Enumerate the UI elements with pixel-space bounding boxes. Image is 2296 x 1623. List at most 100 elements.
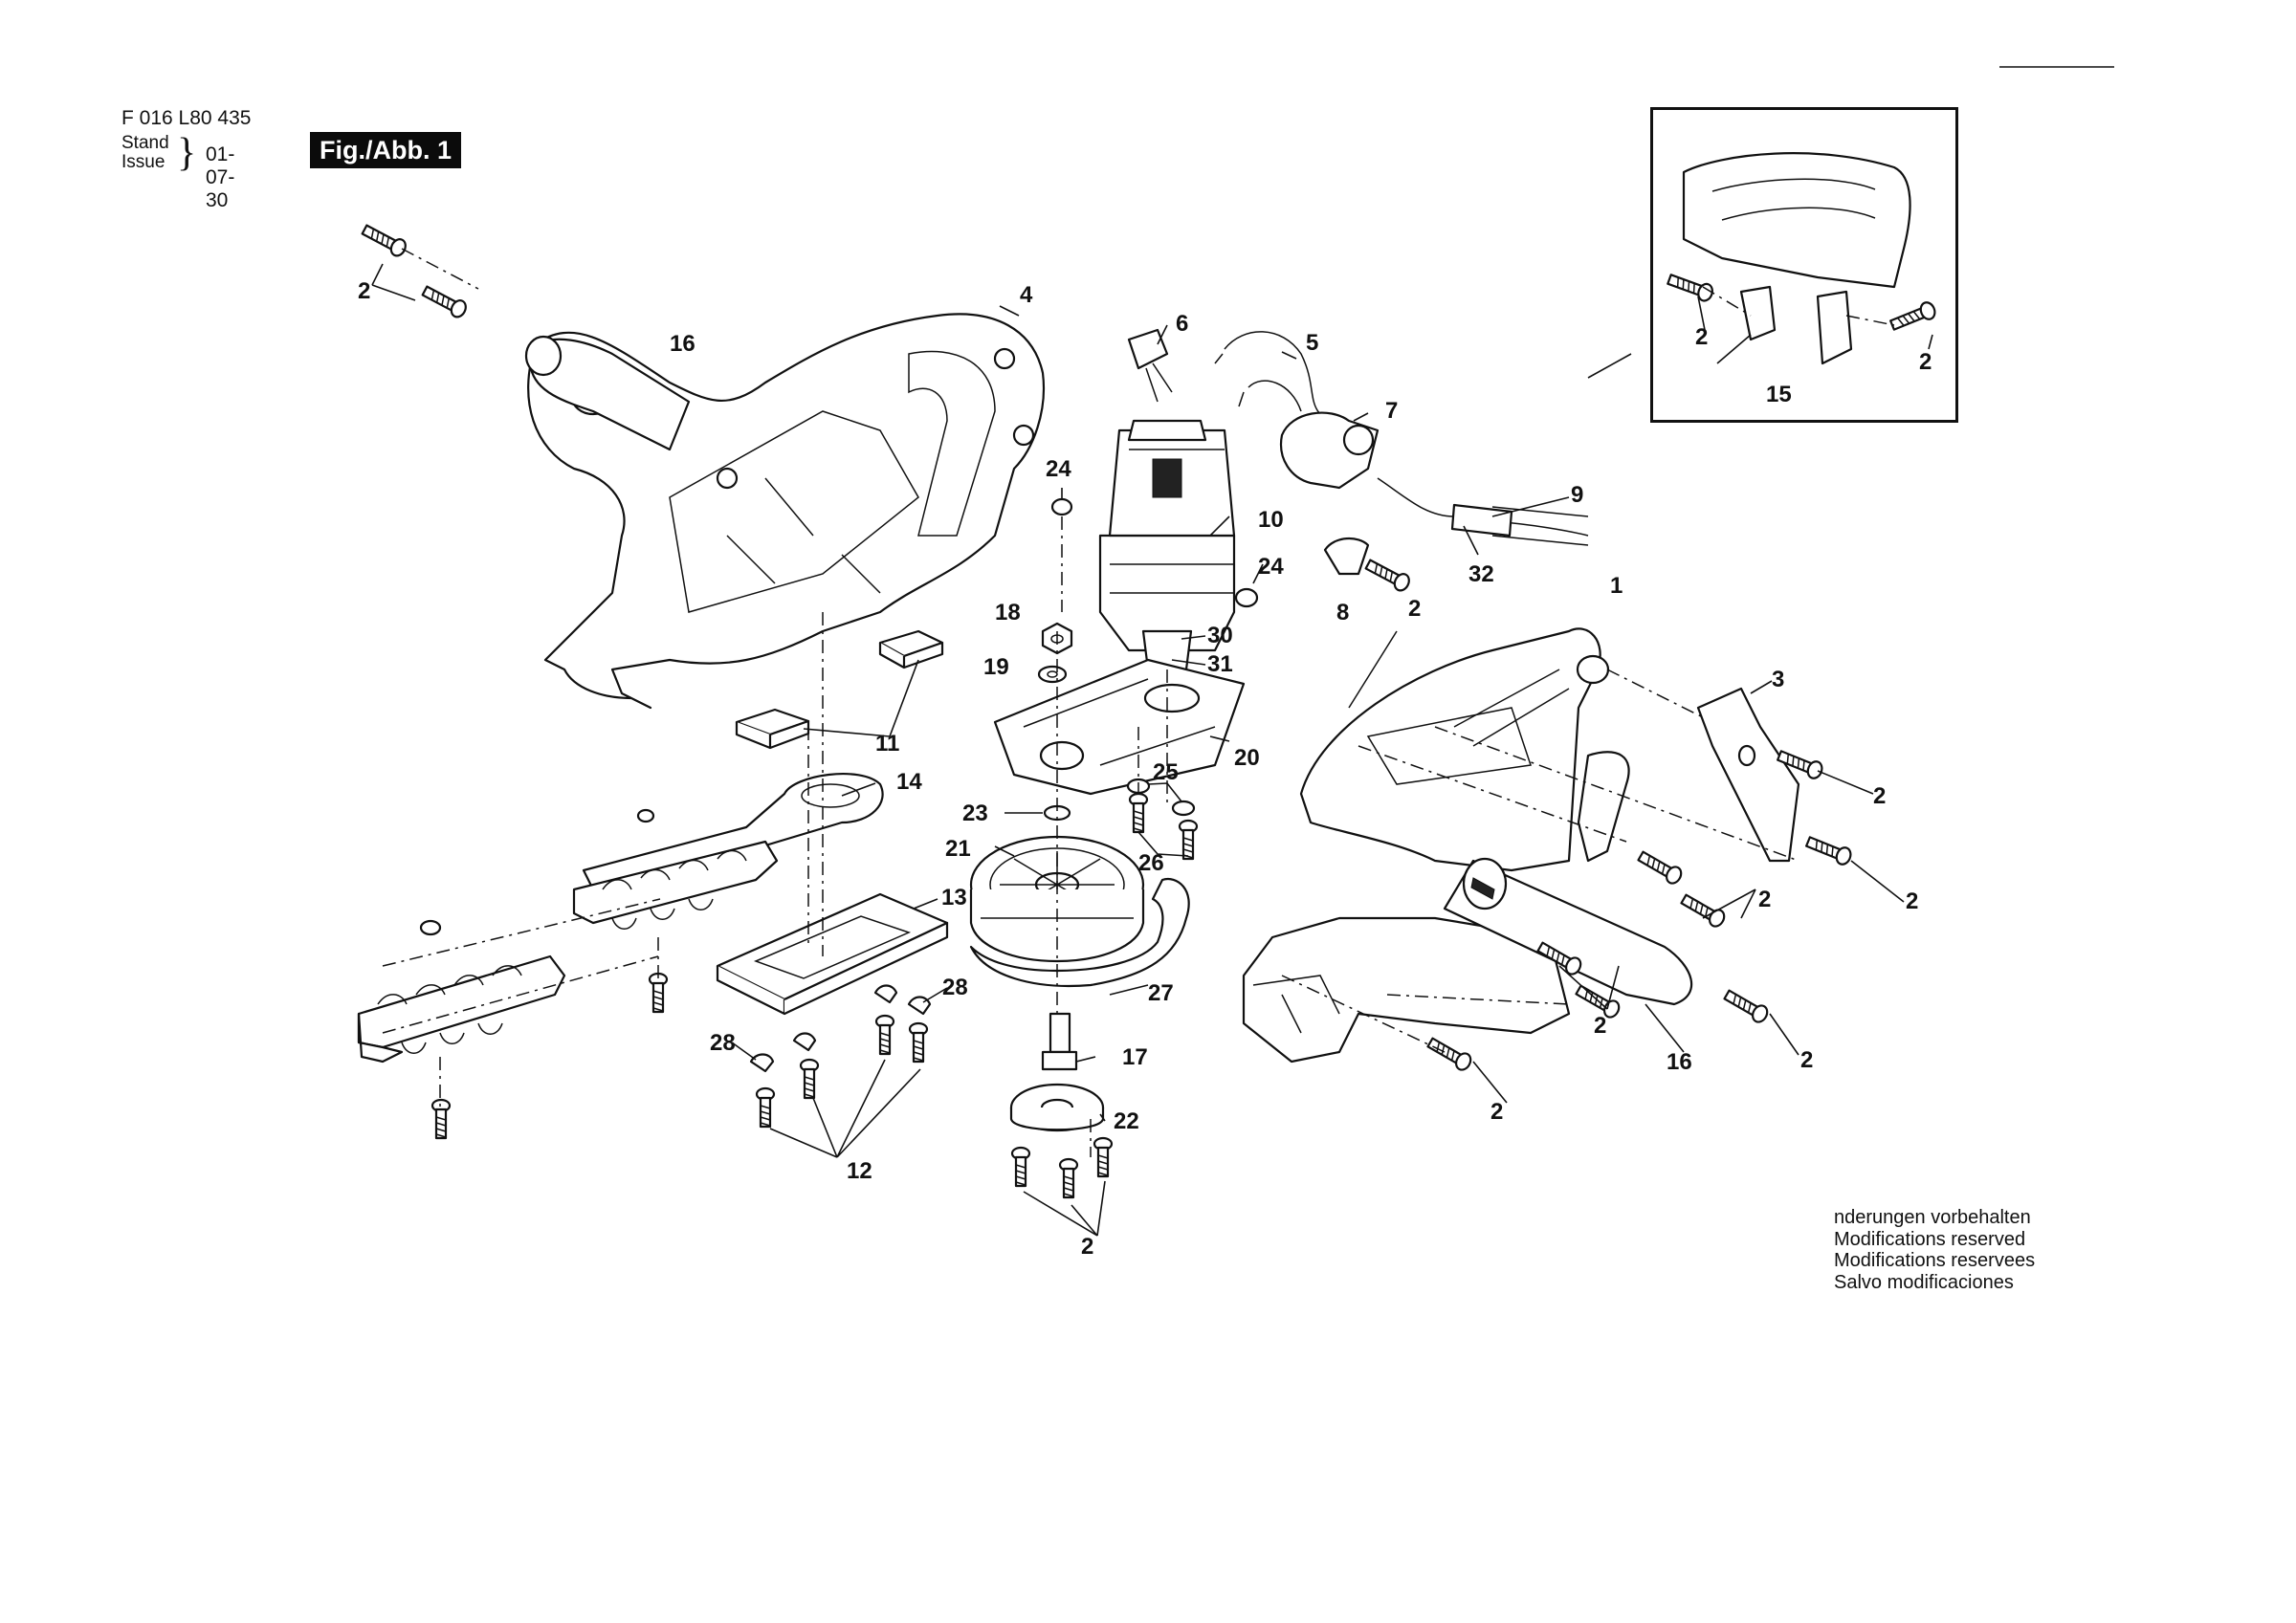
label-27: 27	[1148, 980, 1174, 1006]
nut-24-right	[1234, 587, 1259, 608]
notice-en: Modifications reserved	[1834, 1228, 2026, 1250]
notice-de: nderungen vorbehalten	[1834, 1207, 2031, 1228]
screw-2-housing-f	[1424, 1034, 1475, 1074]
notice-es: Salvo modificaciones	[1834, 1271, 2014, 1293]
label-30: 30	[1207, 623, 1233, 648]
screw-12-c	[874, 1014, 895, 1056]
nut-blade-top	[636, 808, 655, 823]
screw-2-inset-b	[1888, 298, 1939, 335]
pin-17	[1041, 1012, 1078, 1071]
screw-2-clip-b	[1803, 832, 1855, 868]
stand-label: Stand	[121, 133, 169, 153]
label-3: 3	[1772, 667, 1784, 692]
label-31: 31	[1207, 651, 1233, 677]
modifications-notice: nderungen vorbehalten Modifications rese…	[1834, 1207, 2035, 1293]
screw-2-housing-e	[1721, 986, 1772, 1026]
label-2-inset-b: 2	[1919, 349, 1932, 375]
screw-2-housing-b	[1678, 890, 1729, 931]
screw-2-motor	[1362, 555, 1413, 595]
notice-fr: Modifications reservees	[1834, 1250, 2036, 1271]
screw-2-housing-a	[1635, 847, 1686, 888]
label-16-lower: 16	[1667, 1049, 1692, 1075]
label-7: 7	[1385, 398, 1398, 424]
clip-28-a	[749, 1053, 775, 1073]
handle-16-lower	[1443, 857, 1693, 1006]
brace-glyph: }	[177, 131, 197, 175]
label-26: 26	[1138, 850, 1164, 876]
lower-blade	[357, 954, 566, 1064]
handle-16-upper	[524, 335, 691, 451]
screw-12-a	[799, 1058, 820, 1100]
pad-11-lower	[735, 708, 810, 750]
callout-labels: 2 16 4 6 5 7 9 32 24 10 24 8 2 18 30 19 …	[358, 278, 1932, 1260]
screw-2-top-a	[359, 220, 409, 260]
label-2-clip-b: 2	[1906, 888, 1918, 914]
gear-plate-20	[993, 658, 1246, 796]
label-28-right: 28	[942, 975, 968, 1000]
part-7-switch	[1279, 411, 1380, 490]
motor-10	[1098, 419, 1236, 671]
nut-24-left	[1050, 497, 1073, 516]
pad-11-upper	[878, 629, 944, 669]
label-24-right: 24	[1258, 554, 1284, 580]
washer-25-b	[1171, 800, 1196, 817]
part-6-capacitor	[1127, 328, 1173, 403]
label-18: 18	[995, 600, 1021, 625]
screw-26-b	[1178, 819, 1199, 861]
label-20: 20	[1234, 745, 1260, 771]
label-21: 21	[945, 836, 971, 862]
label-2-clip-a: 2	[1873, 783, 1886, 809]
upper-blade	[572, 840, 779, 930]
label-2-housing-b: 2	[1594, 1013, 1606, 1039]
label-10: 10	[1258, 507, 1284, 533]
clip-28-c	[873, 984, 898, 1004]
label-1: 1	[1610, 573, 1623, 599]
label-9: 9	[1571, 482, 1583, 508]
part-number-code: F 016 L80 435	[121, 107, 252, 129]
issue-date: 01-07-30	[206, 143, 235, 211]
screw-22-c	[1093, 1136, 1114, 1178]
nut-blade	[419, 919, 442, 936]
label-12: 12	[847, 1158, 872, 1184]
label-23: 23	[962, 801, 988, 826]
part-8-lever	[1323, 537, 1370, 576]
screw-12-b	[755, 1086, 776, 1129]
stand-issue-block: Stand Issue } 01-07-30	[121, 131, 251, 211]
label-15: 15	[1766, 382, 1792, 407]
label-2-motor: 2	[1408, 596, 1421, 622]
label-25: 25	[1153, 759, 1179, 785]
label-6: 6	[1176, 311, 1188, 337]
label-14: 14	[896, 769, 922, 795]
screw-22-a	[1010, 1146, 1031, 1188]
stand-issue-label: Stand Issue	[121, 134, 169, 172]
label-2-top: 2	[358, 278, 370, 304]
label-32: 32	[1468, 561, 1494, 587]
part-5-wiring	[1214, 331, 1340, 427]
label-24-left: 24	[1046, 456, 1071, 482]
label-2-inset-a: 2	[1695, 324, 1708, 350]
label-8: 8	[1336, 600, 1349, 625]
assembly-lines	[382, 248, 1895, 1157]
label-2-housing-d: 2	[1490, 1099, 1503, 1125]
label-2-flange: 2	[1081, 1234, 1093, 1260]
label-16-upper: 16	[670, 331, 695, 357]
screw-22-b	[1058, 1157, 1079, 1199]
screw-blade-front	[648, 972, 669, 1014]
screw-12-d	[908, 1021, 929, 1064]
screw-26-a	[1128, 792, 1149, 834]
leader-lines	[371, 263, 1933, 1237]
screw-blade-bottom	[430, 1098, 452, 1140]
label-22: 22	[1114, 1108, 1139, 1134]
label-13: 13	[941, 885, 967, 910]
washer-19	[1037, 665, 1068, 684]
label-17: 17	[1122, 1044, 1148, 1070]
part-3-clip	[1696, 687, 1800, 863]
part-9-cable	[1377, 477, 1589, 546]
label-19: 19	[983, 654, 1009, 680]
part-13-plate	[716, 892, 949, 1016]
label-2-housing-c: 2	[1800, 1047, 1813, 1073]
label-28-left: 28	[710, 1030, 736, 1056]
clip-28-b	[792, 1032, 817, 1052]
label-4: 4	[1020, 282, 1033, 308]
